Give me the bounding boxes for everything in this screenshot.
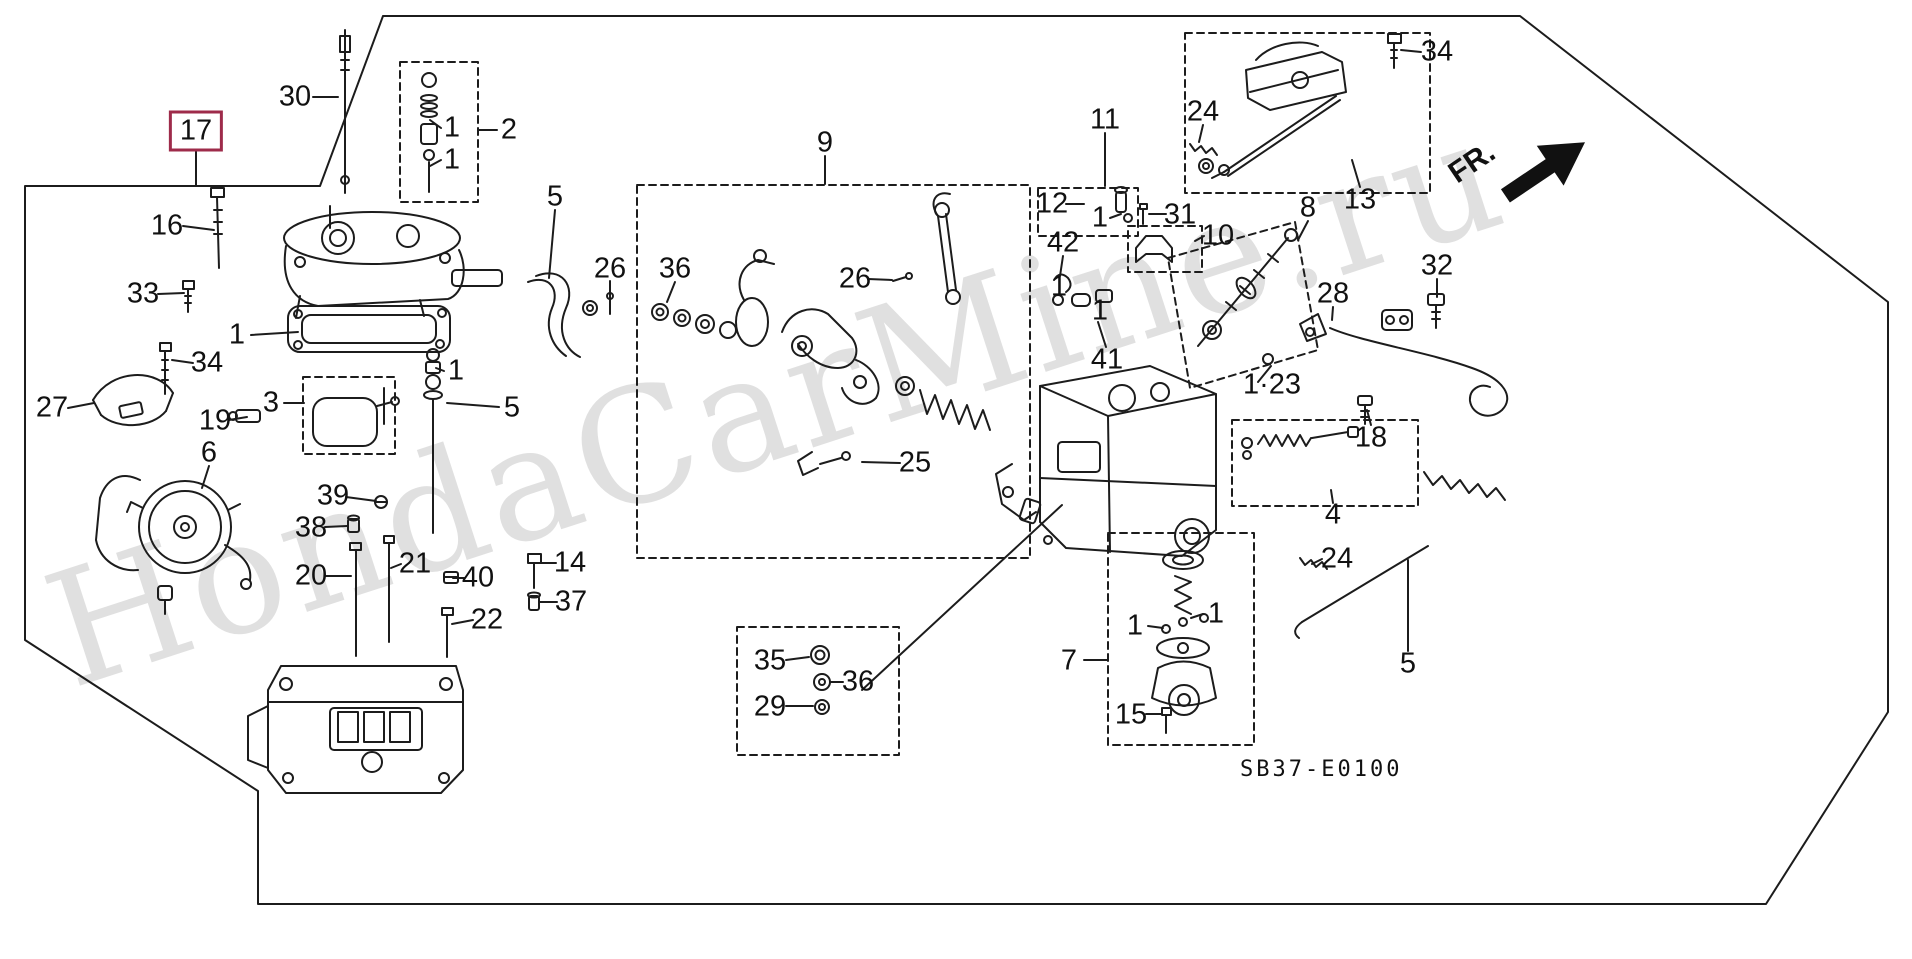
part-jets-screws (347, 495, 542, 658)
callout-5[interactable]: 5 (503, 391, 521, 424)
callout-30[interactable]: 30 (278, 80, 312, 113)
callout-1[interactable]: 1 (1050, 270, 1068, 303)
callout-20[interactable]: 20 (294, 559, 328, 592)
dashed-group-boxes (302, 32, 1431, 756)
callout-1[interactable]: 1 (447, 354, 465, 387)
callout-5[interactable]: 5 (1399, 647, 1417, 680)
callout-1[interactable]: 1 (443, 111, 461, 144)
leader-lines (67, 49, 1438, 715)
callout-6[interactable]: 6 (200, 436, 218, 469)
callout-15[interactable]: 15 (1114, 698, 1148, 731)
callout-25[interactable]: 25 (898, 446, 932, 479)
callout-1[interactable]: 1 (1091, 294, 1109, 327)
callout-28[interactable]: 28 (1316, 277, 1350, 310)
callout-3[interactable]: 3 (262, 386, 280, 419)
part-main-body (995, 365, 1217, 557)
callout-2[interactable]: 2 (500, 113, 518, 146)
part-solenoid (1151, 550, 1217, 734)
callout-33[interactable]: 33 (126, 277, 160, 310)
callout-24[interactable]: 24 (1186, 95, 1220, 128)
callout-8[interactable]: 8 (1299, 191, 1317, 224)
callout-36[interactable]: 36 (841, 665, 875, 698)
callout-42[interactable]: 42 (1046, 226, 1080, 259)
callout-21[interactable]: 21 (398, 547, 432, 580)
part-float (312, 348, 443, 534)
callout-31[interactable]: 31 (1163, 198, 1197, 231)
callout-27[interactable]: 27 (35, 391, 69, 424)
callout-32[interactable]: 32 (1420, 249, 1454, 282)
part-choke-cable (1262, 309, 1509, 425)
callout-1[interactable]: 1 (1126, 609, 1144, 642)
callout-9[interactable]: 9 (816, 126, 834, 159)
callout-37[interactable]: 37 (554, 585, 588, 618)
callout-26[interactable]: 26 (838, 262, 872, 295)
part-throttle-rod (339, 29, 351, 194)
part-bolt-32 (1427, 293, 1445, 329)
callout-7[interactable]: 7 (1060, 644, 1078, 677)
callout-12[interactable]: 12 (1035, 187, 1069, 220)
callout-29[interactable]: 29 (753, 690, 787, 723)
callout-19[interactable]: 19 (198, 404, 232, 437)
part-adjust-screw (1197, 228, 1298, 347)
callout-41[interactable]: 41 (1090, 343, 1124, 376)
callout-34[interactable]: 34 (1420, 35, 1454, 68)
callout-11[interactable]: 11 (1089, 103, 1121, 136)
callout-22[interactable]: 22 (470, 603, 504, 636)
callout-1[interactable]: 1 (1091, 201, 1109, 234)
callout-26[interactable]: 26 (593, 252, 627, 285)
callout-16[interactable]: 16 (150, 209, 184, 242)
part-screws-left (159, 187, 225, 395)
callout-14[interactable]: 14 (553, 546, 587, 579)
callout-10[interactable]: 10 (1201, 219, 1235, 252)
callout-17-highlighted[interactable]: 17 (168, 110, 224, 152)
callout-18[interactable]: 18 (1354, 421, 1388, 454)
part-screw-set (1241, 426, 1506, 639)
callout-38[interactable]: 38 (294, 511, 328, 544)
part-washer-stack (810, 645, 831, 715)
part-jet-stack (420, 72, 438, 193)
callout-1[interactable]: 1 (443, 143, 461, 176)
part-choke-bracket (527, 272, 614, 358)
diagram-code: SB37-E0100 (1240, 757, 1403, 782)
part-hose (92, 374, 261, 427)
callout-35[interactable]: 35 (753, 644, 787, 677)
callout-4[interactable]: 4 (1324, 498, 1342, 531)
callout-1[interactable]: 1 (1207, 597, 1225, 630)
callout-36[interactable]: 36 (658, 252, 692, 285)
part-choke-assembly (651, 192, 991, 476)
callout-5[interactable]: 5 (546, 180, 564, 213)
callout-1·23[interactable]: 1·23 (1242, 368, 1302, 401)
part-air-horn (283, 205, 503, 319)
callout-13[interactable]: 13 (1343, 183, 1377, 216)
callout-1[interactable]: 1 (228, 318, 246, 351)
part-valve-group (1052, 186, 1173, 307)
part-diaphragm (95, 475, 252, 615)
part-lower-body (247, 665, 464, 794)
callout-34[interactable]: 34 (190, 346, 224, 379)
part-bracket-assembly (1189, 33, 1402, 179)
callout-24[interactable]: 24 (1320, 542, 1354, 575)
fr-arrow-icon (1500, 142, 1586, 203)
diagram-border (24, 15, 1889, 905)
callout-39[interactable]: 39 (316, 479, 350, 512)
part-gasket (287, 305, 451, 353)
callout-40[interactable]: 40 (461, 561, 495, 594)
